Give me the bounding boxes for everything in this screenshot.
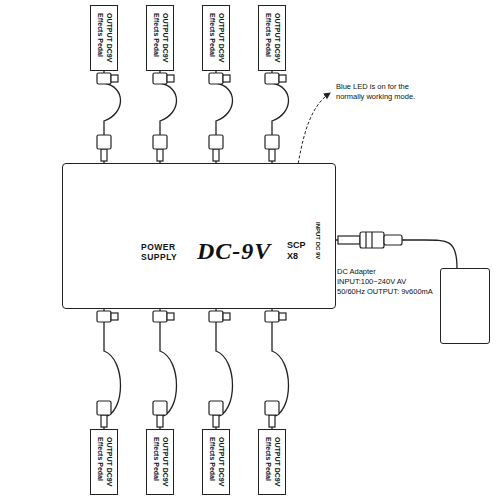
dc-plug bbox=[338, 232, 402, 248]
pedal-text: OUTPUT DC9VEffects Pedal bbox=[207, 13, 225, 62]
dc-plug bbox=[153, 401, 167, 427]
input-label: INPUT DC 9V bbox=[315, 222, 321, 259]
pedal-label: OUTPUT DC9V bbox=[216, 13, 225, 62]
plug-body bbox=[153, 401, 167, 415]
plug-body bbox=[153, 311, 167, 322]
dc-plug bbox=[265, 311, 286, 322]
dc-plug bbox=[153, 311, 174, 322]
plug-pin bbox=[157, 415, 163, 427]
dc-adapter-box: DC Adapter INPUT:100~240V AV 50/60Hz OUT… bbox=[440, 268, 490, 344]
dc-plug bbox=[97, 135, 111, 161]
pedal-text: OUTPUT DC9VEffects Pedal bbox=[95, 437, 113, 486]
plug-body bbox=[153, 135, 167, 149]
effects-pedal-box: OUTPUT DC9VEffects Pedal bbox=[202, 429, 230, 495]
effects-pedal-box: OUTPUT DC9VEffects Pedal bbox=[258, 5, 286, 71]
effects-pedal-box: OUTPUT DC9VEffects Pedal bbox=[90, 429, 118, 495]
pedal-label: OUTPUT DC9V bbox=[272, 13, 281, 62]
effects-pedal-box: OUTPUT DC9VEffects Pedal bbox=[146, 5, 174, 71]
plug-pin bbox=[213, 415, 219, 427]
model-code: SCP X8 bbox=[287, 240, 313, 262]
brand-text: POWER SUPPLY bbox=[141, 242, 193, 262]
plug-pin bbox=[269, 415, 275, 427]
pedal-label: Effects Pedal bbox=[207, 437, 216, 486]
effects-pedal-box: OUTPUT DC9VEffects Pedal bbox=[202, 5, 230, 71]
model-title: DC-9V bbox=[197, 238, 271, 265]
plug-pin bbox=[269, 149, 275, 161]
dc-plug bbox=[97, 73, 118, 84]
plug-elbow bbox=[167, 313, 174, 320]
pedal-label: OUTPUT DC9V bbox=[160, 13, 169, 62]
callout-note: Blue LED is on for the normally working … bbox=[336, 82, 434, 102]
dc-plug bbox=[265, 401, 279, 427]
plug-body bbox=[265, 73, 279, 84]
pedal-label: Effects Pedal bbox=[151, 437, 160, 486]
plug-body bbox=[265, 311, 279, 322]
pedal-label: Effects Pedal bbox=[95, 13, 104, 62]
dc-plug bbox=[265, 135, 279, 161]
dc-plug bbox=[209, 401, 223, 427]
plug-elbow bbox=[111, 313, 118, 320]
plug-body bbox=[209, 135, 223, 149]
plug-body bbox=[209, 401, 223, 415]
pedal-text: OUTPUT DC9VEffects Pedal bbox=[151, 13, 169, 62]
plug-elbow bbox=[111, 75, 118, 82]
effects-pedal-box: OUTPUT DC9VEffects Pedal bbox=[146, 429, 174, 495]
pedal-label: OUTPUT DC9V bbox=[216, 437, 225, 486]
plug-body bbox=[97, 401, 111, 415]
dc-plug bbox=[265, 73, 286, 84]
plug-elbow bbox=[279, 75, 286, 82]
dc-plug bbox=[209, 311, 230, 322]
dc-plug bbox=[153, 135, 167, 161]
pedal-label: Effects Pedal bbox=[207, 13, 216, 62]
effects-pedal-box: OUTPUT DC9VEffects Pedal bbox=[258, 429, 286, 495]
plug-pin bbox=[101, 149, 107, 161]
plug-body bbox=[97, 311, 111, 322]
pedal-text: OUTPUT DC9VEffects Pedal bbox=[263, 13, 281, 62]
plug-body bbox=[153, 73, 167, 84]
plug-pin bbox=[101, 415, 107, 427]
dc-plug bbox=[97, 401, 111, 427]
pedal-label: OUTPUT DC9V bbox=[272, 437, 281, 486]
plug-elbow bbox=[279, 313, 286, 320]
plug-elbow bbox=[223, 75, 230, 82]
dc-plug bbox=[97, 311, 118, 322]
pedal-label: Effects Pedal bbox=[263, 13, 272, 62]
plug-pin bbox=[213, 149, 219, 161]
pedal-text: OUTPUT DC9VEffects Pedal bbox=[263, 437, 281, 486]
plug-body bbox=[265, 135, 279, 149]
adapter-spec: DC Adapter INPUT:100~240V AV 50/60Hz OUT… bbox=[337, 267, 433, 297]
effects-pedal-box: OUTPUT DC9VEffects Pedal bbox=[90, 5, 118, 71]
plug-body bbox=[265, 401, 279, 415]
plug-body bbox=[97, 135, 111, 149]
pedal-text: OUTPUT DC9VEffects Pedal bbox=[151, 437, 169, 486]
pedal-label: OUTPUT DC9V bbox=[160, 437, 169, 486]
power-supply-box: POWER SUPPLYDC-9V SCP X8INPUT DC 9V bbox=[62, 163, 336, 309]
dc-plug bbox=[153, 73, 174, 84]
plug-elbow bbox=[223, 313, 230, 320]
dc-plug bbox=[209, 135, 223, 161]
plug-body bbox=[209, 311, 223, 322]
plug-body bbox=[97, 73, 111, 84]
pedal-label: Effects Pedal bbox=[263, 437, 272, 486]
dc-plug bbox=[209, 73, 230, 84]
plug-body bbox=[209, 73, 223, 84]
pedal-label: Effects Pedal bbox=[95, 437, 104, 486]
pedal-text: OUTPUT DC9VEffects Pedal bbox=[95, 13, 113, 62]
pedal-label: OUTPUT DC9V bbox=[104, 437, 113, 486]
plug-pin bbox=[157, 149, 163, 161]
pedal-label: Effects Pedal bbox=[151, 13, 160, 62]
plug-elbow bbox=[167, 75, 174, 82]
pedal-label: OUTPUT DC9V bbox=[104, 13, 113, 62]
pedal-text: OUTPUT DC9VEffects Pedal bbox=[207, 437, 225, 486]
